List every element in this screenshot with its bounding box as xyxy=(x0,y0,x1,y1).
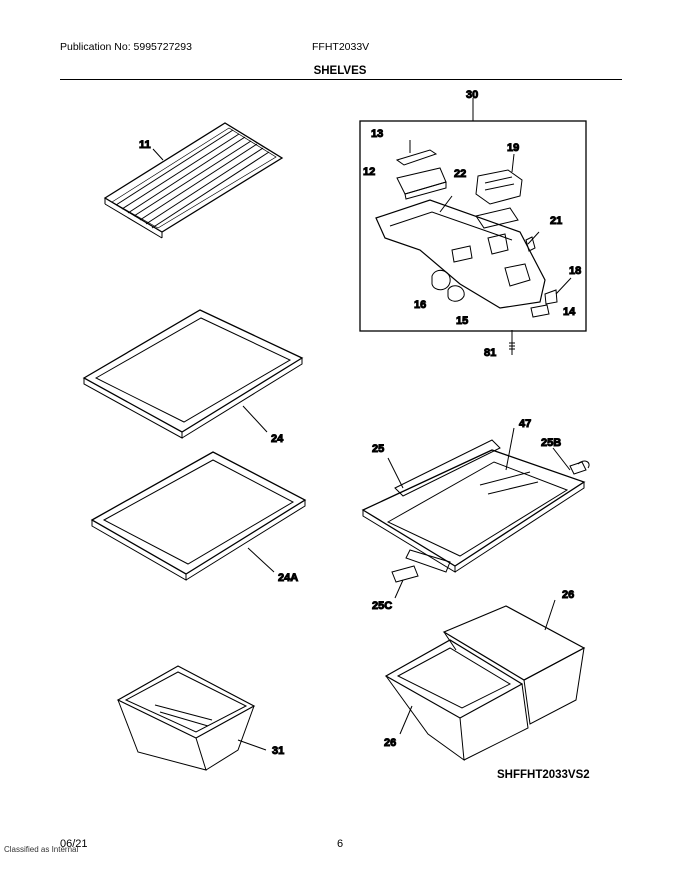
callout-13: 13 xyxy=(371,128,383,140)
header-rule xyxy=(60,79,622,80)
callout-12: 12 xyxy=(363,166,375,178)
callout-18: 18 xyxy=(569,265,581,277)
callout-22: 22 xyxy=(454,168,466,180)
ice-module-parts xyxy=(375,140,572,355)
publication-number: Publication No: 5995727293 xyxy=(60,41,192,53)
callout-14: 14 xyxy=(563,306,576,318)
glass-shelf-part xyxy=(82,309,304,439)
callout-26-bottom: 26 xyxy=(384,737,396,749)
meat-pan-part xyxy=(116,665,267,771)
callout-24: 24 xyxy=(271,433,284,445)
page-number: 6 xyxy=(337,838,344,850)
footer-date: 06/21 xyxy=(60,838,88,850)
diagram-code: SHFFHT2033VS2 xyxy=(497,769,590,781)
slide-shelf-part xyxy=(361,427,590,599)
callout-25b: 25B xyxy=(541,437,561,449)
callout-25c: 25C xyxy=(372,600,392,612)
callout-21: 21 xyxy=(550,215,562,227)
callout-26-top: 26 xyxy=(562,589,574,601)
callout-11: 11 xyxy=(139,139,151,151)
wire-shelf-part xyxy=(103,122,284,239)
glass-shelf-part-a xyxy=(90,451,307,581)
callout-16: 16 xyxy=(414,299,426,311)
callout-30: 30 xyxy=(466,89,478,101)
model-number: FFHT2033V xyxy=(312,41,370,53)
crisper-drawers-part xyxy=(384,599,586,762)
callout-24a: 24A xyxy=(278,572,298,584)
page-title: SHELVES xyxy=(313,65,367,77)
callout-19: 19 xyxy=(507,142,519,154)
callout-31: 31 xyxy=(272,745,284,757)
callout-47: 47 xyxy=(519,418,531,430)
callout-15: 15 xyxy=(456,315,468,327)
callout-25: 25 xyxy=(372,443,384,455)
classification-label: Classified as Internal xyxy=(4,845,79,854)
callout-81: 81 xyxy=(484,347,496,359)
